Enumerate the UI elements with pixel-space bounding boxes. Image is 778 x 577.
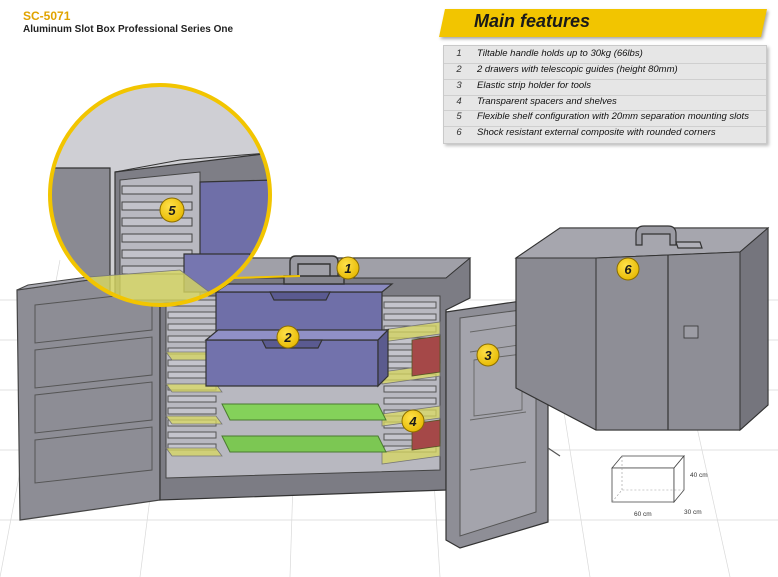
feature-text: Shock resistant external composite with … xyxy=(477,127,716,138)
closed-case xyxy=(514,225,770,457)
callout-4: 4 xyxy=(401,409,425,433)
feature-item: 1 Tiltable handle holds up to 30kg (66lb… xyxy=(444,48,766,63)
feature-text: Tiltable handle holds up to 30kg (66lbs) xyxy=(477,48,643,59)
product-subtitle: Aluminum Slot Box Professional Series On… xyxy=(23,24,234,35)
feature-number: 3 xyxy=(456,80,462,91)
feature-item: 3 Elastic strip holder for tools xyxy=(444,79,766,95)
svg-text:1: 1 xyxy=(344,261,351,276)
callout-1: 1 xyxy=(336,256,360,280)
dimension-width: 60 cm xyxy=(634,511,652,518)
open-case xyxy=(16,255,549,549)
feature-number: 6 xyxy=(456,127,462,138)
feature-item: 6 Shock resistant external composite wit… xyxy=(444,126,766,142)
features-title: Main features xyxy=(474,11,591,31)
svg-text:3: 3 xyxy=(484,348,492,363)
dimension-height: 40 cm xyxy=(690,472,708,479)
callout-2: 2 xyxy=(276,325,300,349)
feature-item: 2 2 drawers with telescopic guides (heig… xyxy=(444,63,766,79)
callout-5: 5 xyxy=(159,197,185,223)
feature-item: 5 Flexible shelf configuration with 20mm… xyxy=(444,110,766,126)
svg-text:5: 5 xyxy=(168,203,176,218)
feature-text: Transparent spacers and shelves xyxy=(477,96,617,107)
feature-number: 2 xyxy=(456,64,462,75)
feature-text: 2 drawers with telescopic guides (height… xyxy=(477,64,678,75)
feature-number: 4 xyxy=(456,96,462,107)
dimension-depth: 30 cm xyxy=(684,509,702,516)
dimensions-diagram: 40 cm 30 cm 60 cm xyxy=(611,454,708,518)
svg-text:2: 2 xyxy=(283,330,292,345)
features-list: 1 Tiltable handle holds up to 30kg (66lb… xyxy=(443,45,767,144)
feature-item: 4 Transparent spacers and shelves xyxy=(444,95,766,111)
feature-text: Elastic strip holder for tools xyxy=(477,80,592,91)
callout-3: 3 xyxy=(476,343,500,367)
carry-handle xyxy=(283,255,345,285)
svg-text:4: 4 xyxy=(408,414,417,429)
feature-text: Flexible shelf configuration with 20mm s… xyxy=(477,111,749,122)
svg-text:6: 6 xyxy=(624,262,632,277)
callout-6: 6 xyxy=(616,257,640,281)
feature-number: 1 xyxy=(456,48,462,59)
product-code: SC-5071 xyxy=(23,9,71,23)
feature-number: 5 xyxy=(456,111,462,122)
